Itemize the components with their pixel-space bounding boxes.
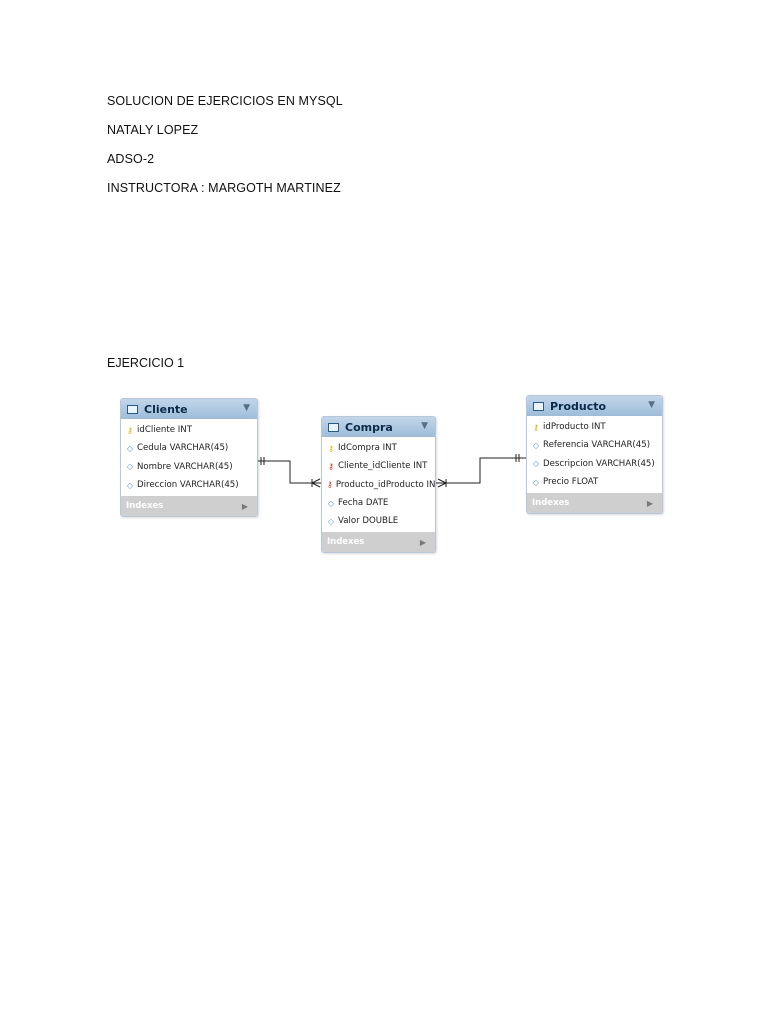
column-label: Direccion VARCHAR(45): [137, 480, 239, 491]
indexes-label: Indexes: [532, 498, 570, 509]
column-row[interactable]: ⚷ Producto_idProducto INT: [322, 476, 435, 494]
table-header[interactable]: Cliente ▼: [121, 399, 257, 419]
column-label: Fecha DATE: [338, 498, 389, 509]
diamond-icon: ◇: [532, 459, 540, 469]
column-row[interactable]: ◇ Valor DOUBLE: [322, 512, 435, 530]
key-icon: ⚷: [533, 422, 539, 432]
column-row[interactable]: ◇ Cedula VARCHAR(45): [121, 439, 257, 457]
foreign-key-icon: ⚷: [328, 461, 334, 471]
table-icon: [328, 422, 339, 432]
collapse-arrow-icon[interactable]: ▼: [648, 400, 655, 410]
expand-arrow-icon[interactable]: ▶: [646, 498, 653, 508]
column-label: IdCompra INT: [338, 443, 397, 454]
column-label: idProducto INT: [543, 422, 606, 433]
diamond-icon: ◇: [327, 498, 335, 508]
indexes-bar[interactable]: Indexes ▶: [322, 532, 435, 553]
column-label: Valor DOUBLE: [338, 516, 399, 527]
diamond-icon: ◇: [126, 480, 134, 490]
indexes-label: Indexes: [327, 537, 365, 548]
document-title: SOLUCION DE EJERCICIOS EN MYSQL: [107, 94, 343, 108]
foreign-key-icon: ⚷: [327, 480, 333, 490]
column-label: Cliente_idCliente INT: [338, 461, 428, 472]
table-header[interactable]: Compra ▼: [322, 417, 435, 437]
instructor-name: INSTRUCTORA : MARGOTH MARTINEZ: [107, 181, 341, 195]
table-name: Producto: [550, 399, 607, 413]
table-compra[interactable]: Compra ▼ ⚷ IdCompra INT ⚷ Cliente_idClie…: [321, 416, 436, 554]
exercise-title: EJERCICIO 1: [107, 356, 185, 370]
many-mark: [437, 478, 447, 484]
table-name: Compra: [345, 420, 393, 434]
column-row[interactable]: ◇ Referencia VARCHAR(45): [527, 436, 662, 454]
expand-arrow-icon[interactable]: ▶: [241, 501, 248, 511]
column-row[interactable]: ◇ Direccion VARCHAR(45): [121, 476, 257, 494]
column-label: Precio FLOAT: [543, 477, 599, 488]
column-row[interactable]: ◇ Nombre VARCHAR(45): [121, 458, 257, 476]
table-producto[interactable]: Producto ▼ ⚷ idProducto INT ◇ Referencia…: [526, 395, 663, 515]
column-label: Descripcion VARCHAR(45): [543, 458, 655, 469]
column-label: Cedula VARCHAR(45): [137, 443, 229, 454]
indexes-bar[interactable]: Indexes ▶: [121, 496, 257, 517]
column-row[interactable]: ◇ Precio FLOAT: [527, 473, 662, 491]
diamond-icon: ◇: [327, 516, 335, 526]
diamond-icon: ◇: [126, 462, 134, 472]
column-label: Producto_idProducto INT: [335, 479, 436, 490]
table-icon: [533, 401, 544, 411]
collapse-arrow-icon[interactable]: ▼: [243, 403, 250, 413]
many-mark: [437, 482, 447, 488]
column-row[interactable]: ⚷ IdCompra INT: [322, 439, 435, 457]
column-row[interactable]: ◇ Fecha DATE: [322, 494, 435, 512]
indexes-label: Indexes: [126, 501, 164, 512]
author-name: NATALY LOPEZ: [107, 123, 199, 137]
expand-arrow-icon[interactable]: ▶: [419, 537, 426, 547]
indexes-bar[interactable]: Indexes ▶: [527, 493, 662, 514]
many-mark: [311, 482, 321, 488]
column-row[interactable]: ⚷ Cliente_idCliente INT: [322, 457, 435, 475]
column-label: Referencia VARCHAR(45): [543, 440, 651, 451]
relationship-cliente-compra: [256, 457, 321, 488]
table-name: Cliente: [144, 402, 188, 416]
column-label: Nombre VARCHAR(45): [137, 461, 233, 472]
group-code: ADSO-2: [107, 152, 155, 166]
column-label: idCliente INT: [137, 425, 192, 436]
table-icon: [127, 404, 138, 414]
key-icon: ⚷: [328, 443, 334, 453]
column-row[interactable]: ◇ Descripcion VARCHAR(45): [527, 455, 662, 473]
column-row[interactable]: ⚷ idProducto INT: [527, 418, 662, 436]
many-mark: [311, 478, 321, 484]
diamond-icon: ◇: [532, 477, 540, 487]
table-cliente[interactable]: Cliente ▼ ⚷ idCliente INT ◇ Cedula VARCH…: [120, 398, 258, 518]
table-header[interactable]: Producto ▼: [527, 396, 662, 416]
diamond-icon: ◇: [126, 443, 134, 453]
diamond-icon: ◇: [532, 440, 540, 450]
collapse-arrow-icon[interactable]: ▼: [421, 421, 428, 431]
key-icon: ⚷: [127, 425, 133, 435]
column-row[interactable]: ⚷ idCliente INT: [121, 421, 257, 439]
relationship-compra-producto: [434, 454, 526, 488]
